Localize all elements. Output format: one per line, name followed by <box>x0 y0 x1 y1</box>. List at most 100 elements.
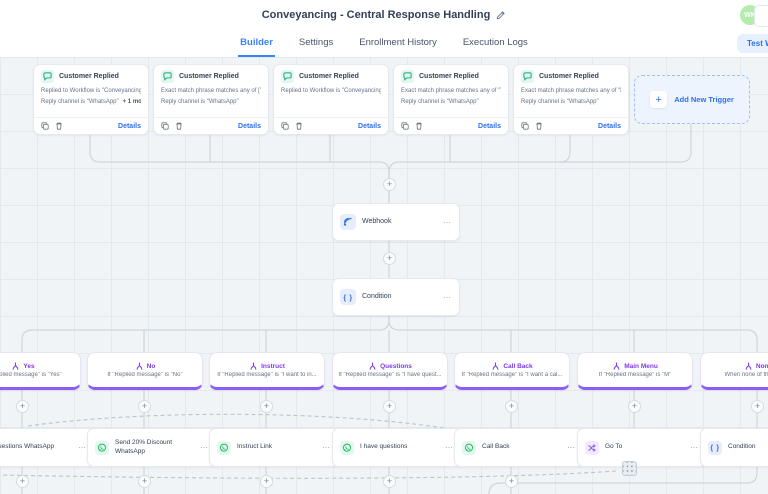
action-node-send-discount[interactable]: Send 20% Discount WhatsApp ⋯ <box>87 428 217 467</box>
trigger-details-link[interactable]: Details <box>238 122 261 130</box>
branch-card-main-menu[interactable]: Main Menu If "Replied message" is "M" <box>577 352 693 390</box>
action-label: Send 20% Discount WhatsApp <box>115 439 173 455</box>
copy-icon[interactable] <box>281 122 289 130</box>
trigger-conditions: Exact match phrase matches any of "N... … <box>514 85 628 117</box>
insert-step-button[interactable]: + <box>383 178 396 191</box>
trigger-head: Customer Replied <box>34 65 148 85</box>
branch-label: Questions <box>380 363 412 370</box>
more-options-icon[interactable]: ⋯ <box>690 443 699 452</box>
branch-card-questions[interactable]: Questions If "Replied message" is "I hav… <box>332 352 448 390</box>
insert-step-button[interactable]: + <box>505 475 518 488</box>
more-options-icon[interactable]: ⋯ <box>200 443 209 452</box>
insert-step-button[interactable]: + <box>383 252 396 265</box>
trigger-head: Customer Replied <box>514 65 628 85</box>
more-options-icon[interactable]: ⋯ <box>443 292 452 302</box>
action-label: Condition <box>728 443 756 451</box>
whatsapp-icon <box>95 440 109 455</box>
branch-condition: If "Replied message" is "I want a cal... <box>461 372 563 378</box>
action-label: Instruct Link <box>237 443 273 451</box>
action-node-questions-whatsapp[interactable]: Questions WhatsApp ⋯ <box>0 428 95 467</box>
insert-step-button[interactable]: + <box>751 400 764 413</box>
trigger-details-link[interactable]: Details <box>118 122 141 130</box>
branch-card-instruct[interactable]: Instruct If "Replied message" is "I want… <box>209 352 325 390</box>
copy-icon[interactable] <box>41 122 49 130</box>
delete-icon[interactable] <box>295 122 303 130</box>
branch-condition: If "Replied message" is "I want to in... <box>217 372 317 378</box>
condition-node[interactable]: { } Condition ⋯ <box>332 278 460 316</box>
delete-icon[interactable] <box>175 122 183 130</box>
action-node-i-have-questions[interactable]: I have questions ⋯ <box>332 428 462 467</box>
plus-icon: + <box>650 91 668 108</box>
branch-fork-icon <box>136 362 143 370</box>
copy-icon[interactable] <box>521 122 529 130</box>
test-workflow-button[interactable]: Test W <box>737 34 768 53</box>
tab-builder[interactable]: Builder <box>238 30 275 57</box>
trigger-conditions: Exact match phrase matches any of ["I ..… <box>154 85 268 117</box>
insert-step-button[interactable]: + <box>138 475 151 488</box>
action-node-condition[interactable]: { } Condition ⋯ <box>700 428 768 467</box>
trigger-details-link[interactable]: Details <box>598 122 621 130</box>
branch-label: Call Back <box>503 363 533 370</box>
insert-step-button[interactable]: + <box>138 400 151 413</box>
trigger-title: Customer Replied <box>299 73 359 80</box>
trigger-details-link[interactable]: Details <box>358 122 381 130</box>
copy-icon[interactable] <box>401 122 409 130</box>
trigger-condition-line: Exact match phrase matches any of "N... <box>521 88 621 94</box>
webhook-node[interactable]: Webhook ⋯ <box>332 203 460 241</box>
more-options-icon[interactable]: ⋯ <box>443 217 452 227</box>
insert-step-button[interactable]: + <box>16 475 29 488</box>
tabs: Builder Settings Enrollment History Exec… <box>238 30 530 57</box>
header-edge-button[interactable] <box>754 5 768 27</box>
edit-title-icon[interactable] <box>496 10 506 20</box>
delete-icon[interactable] <box>415 122 423 130</box>
delete-icon[interactable] <box>55 122 63 130</box>
whatsapp-icon <box>462 440 476 455</box>
action-node-call-back[interactable]: Call Back ⋯ <box>454 428 584 467</box>
branch-fork-icon <box>745 362 752 370</box>
whatsapp-icon <box>340 440 354 455</box>
trigger-footer: Details <box>154 117 268 134</box>
action-label: Call Back <box>482 443 510 451</box>
tab-settings[interactable]: Settings <box>298 37 334 48</box>
branch-label: No <box>146 363 156 370</box>
chat-bubble-icon <box>161 70 174 83</box>
branch-card-yes[interactable]: Yes If "Replied message" is "Yes" <box>0 352 81 390</box>
branch-condition: If "Replied message" is "Yes" <box>0 372 62 378</box>
insert-step-button[interactable]: + <box>383 400 396 413</box>
insert-step-button[interactable]: + <box>628 400 641 413</box>
add-new-trigger-button[interactable]: + Add New Trigger <box>634 75 750 124</box>
trigger-title: Customer Replied <box>419 73 479 80</box>
branch-condition: If "Replied message" is "No" <box>107 372 183 378</box>
trigger-card[interactable]: Customer Replied Exact match phrase matc… <box>513 64 629 135</box>
trigger-card[interactable]: Customer Replied Replied to Workflow is … <box>273 64 389 135</box>
delete-icon[interactable] <box>535 122 543 130</box>
trigger-card[interactable]: Customer Replied Exact match phrase matc… <box>153 64 269 135</box>
more-options-icon[interactable]: ⋯ <box>567 443 576 452</box>
more-options-icon[interactable]: ⋯ <box>445 443 454 452</box>
insert-step-button[interactable]: + <box>16 400 29 413</box>
node-label: Condition <box>362 292 392 300</box>
copy-icon[interactable] <box>161 122 169 130</box>
insert-step-button[interactable]: + <box>383 475 396 488</box>
trigger-card[interactable]: Customer Replied Replied to Workflow is … <box>33 64 149 135</box>
trigger-card[interactable]: Customer Replied Exact match phrase matc… <box>393 64 509 135</box>
branch-card-call-back[interactable]: Call Back If "Replied message" is "I wan… <box>454 352 570 390</box>
trigger-condition-line: Exact match phrase matches any of "Y... <box>401 88 501 94</box>
tab-enrollment-history[interactable]: Enrollment History <box>359 37 437 48</box>
branch-card-none[interactable]: None When none of the cond... <box>700 352 768 390</box>
more-options-icon[interactable]: ⋯ <box>322 443 331 452</box>
trigger-details-link[interactable]: Details <box>478 122 501 130</box>
action-node-instruct-link[interactable]: Instruct Link ⋯ <box>209 428 339 467</box>
branch-card-no[interactable]: No If "Replied message" is "No" <box>87 352 203 390</box>
more-options-icon[interactable]: ⋯ <box>78 443 87 452</box>
tab-execution-logs[interactable]: Execution Logs <box>462 37 528 48</box>
action-node-go-to[interactable]: Go To ⋯ <box>577 428 707 467</box>
insert-step-button[interactable]: + <box>260 475 273 488</box>
workflow-canvas[interactable]: Customer Replied Replied to Workflow is … <box>0 57 768 494</box>
trigger-conditions: Exact match phrase matches any of "Y... … <box>394 85 508 117</box>
trigger-condition-line: Replied to Workflow is "Conveyancing ... <box>41 88 141 94</box>
go-to-jump-badge[interactable] <box>622 461 637 476</box>
insert-step-button[interactable]: + <box>260 400 273 413</box>
insert-step-button[interactable]: + <box>505 400 518 413</box>
webhook-icon <box>340 214 356 230</box>
